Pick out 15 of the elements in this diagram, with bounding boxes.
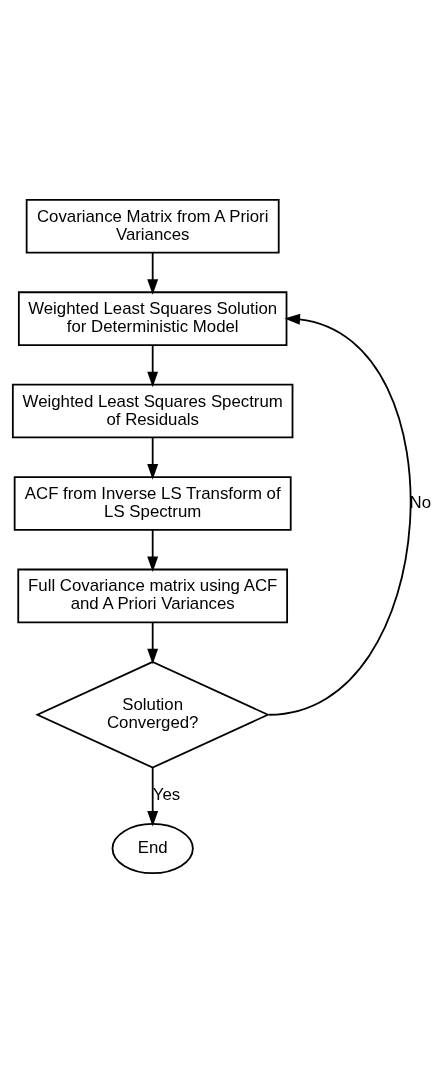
node-box: Weighted Least Squares Solution for Deterministic Model [17,290,288,346]
node-diamond: Solution Converged? [35,660,271,769]
node-ellipse: End [111,822,194,874]
arrow [147,766,159,827]
node-box: Weighted Least Squares Spectrum of Residuals [11,383,294,438]
arrow [147,251,159,295]
edge-label: No [409,492,432,512]
node-box: ACF from Inverse LS Transform of LS Spectrum [13,475,292,531]
arrow [147,528,159,572]
arrow [268,313,411,716]
node-box: Full Covariance matrix using ACF and A Priori Variances [17,568,288,623]
arrow [147,436,159,480]
arrow [147,344,159,387]
node-box: Covariance Matrix from A Priori Variances [25,198,280,253]
arrow [147,621,159,664]
